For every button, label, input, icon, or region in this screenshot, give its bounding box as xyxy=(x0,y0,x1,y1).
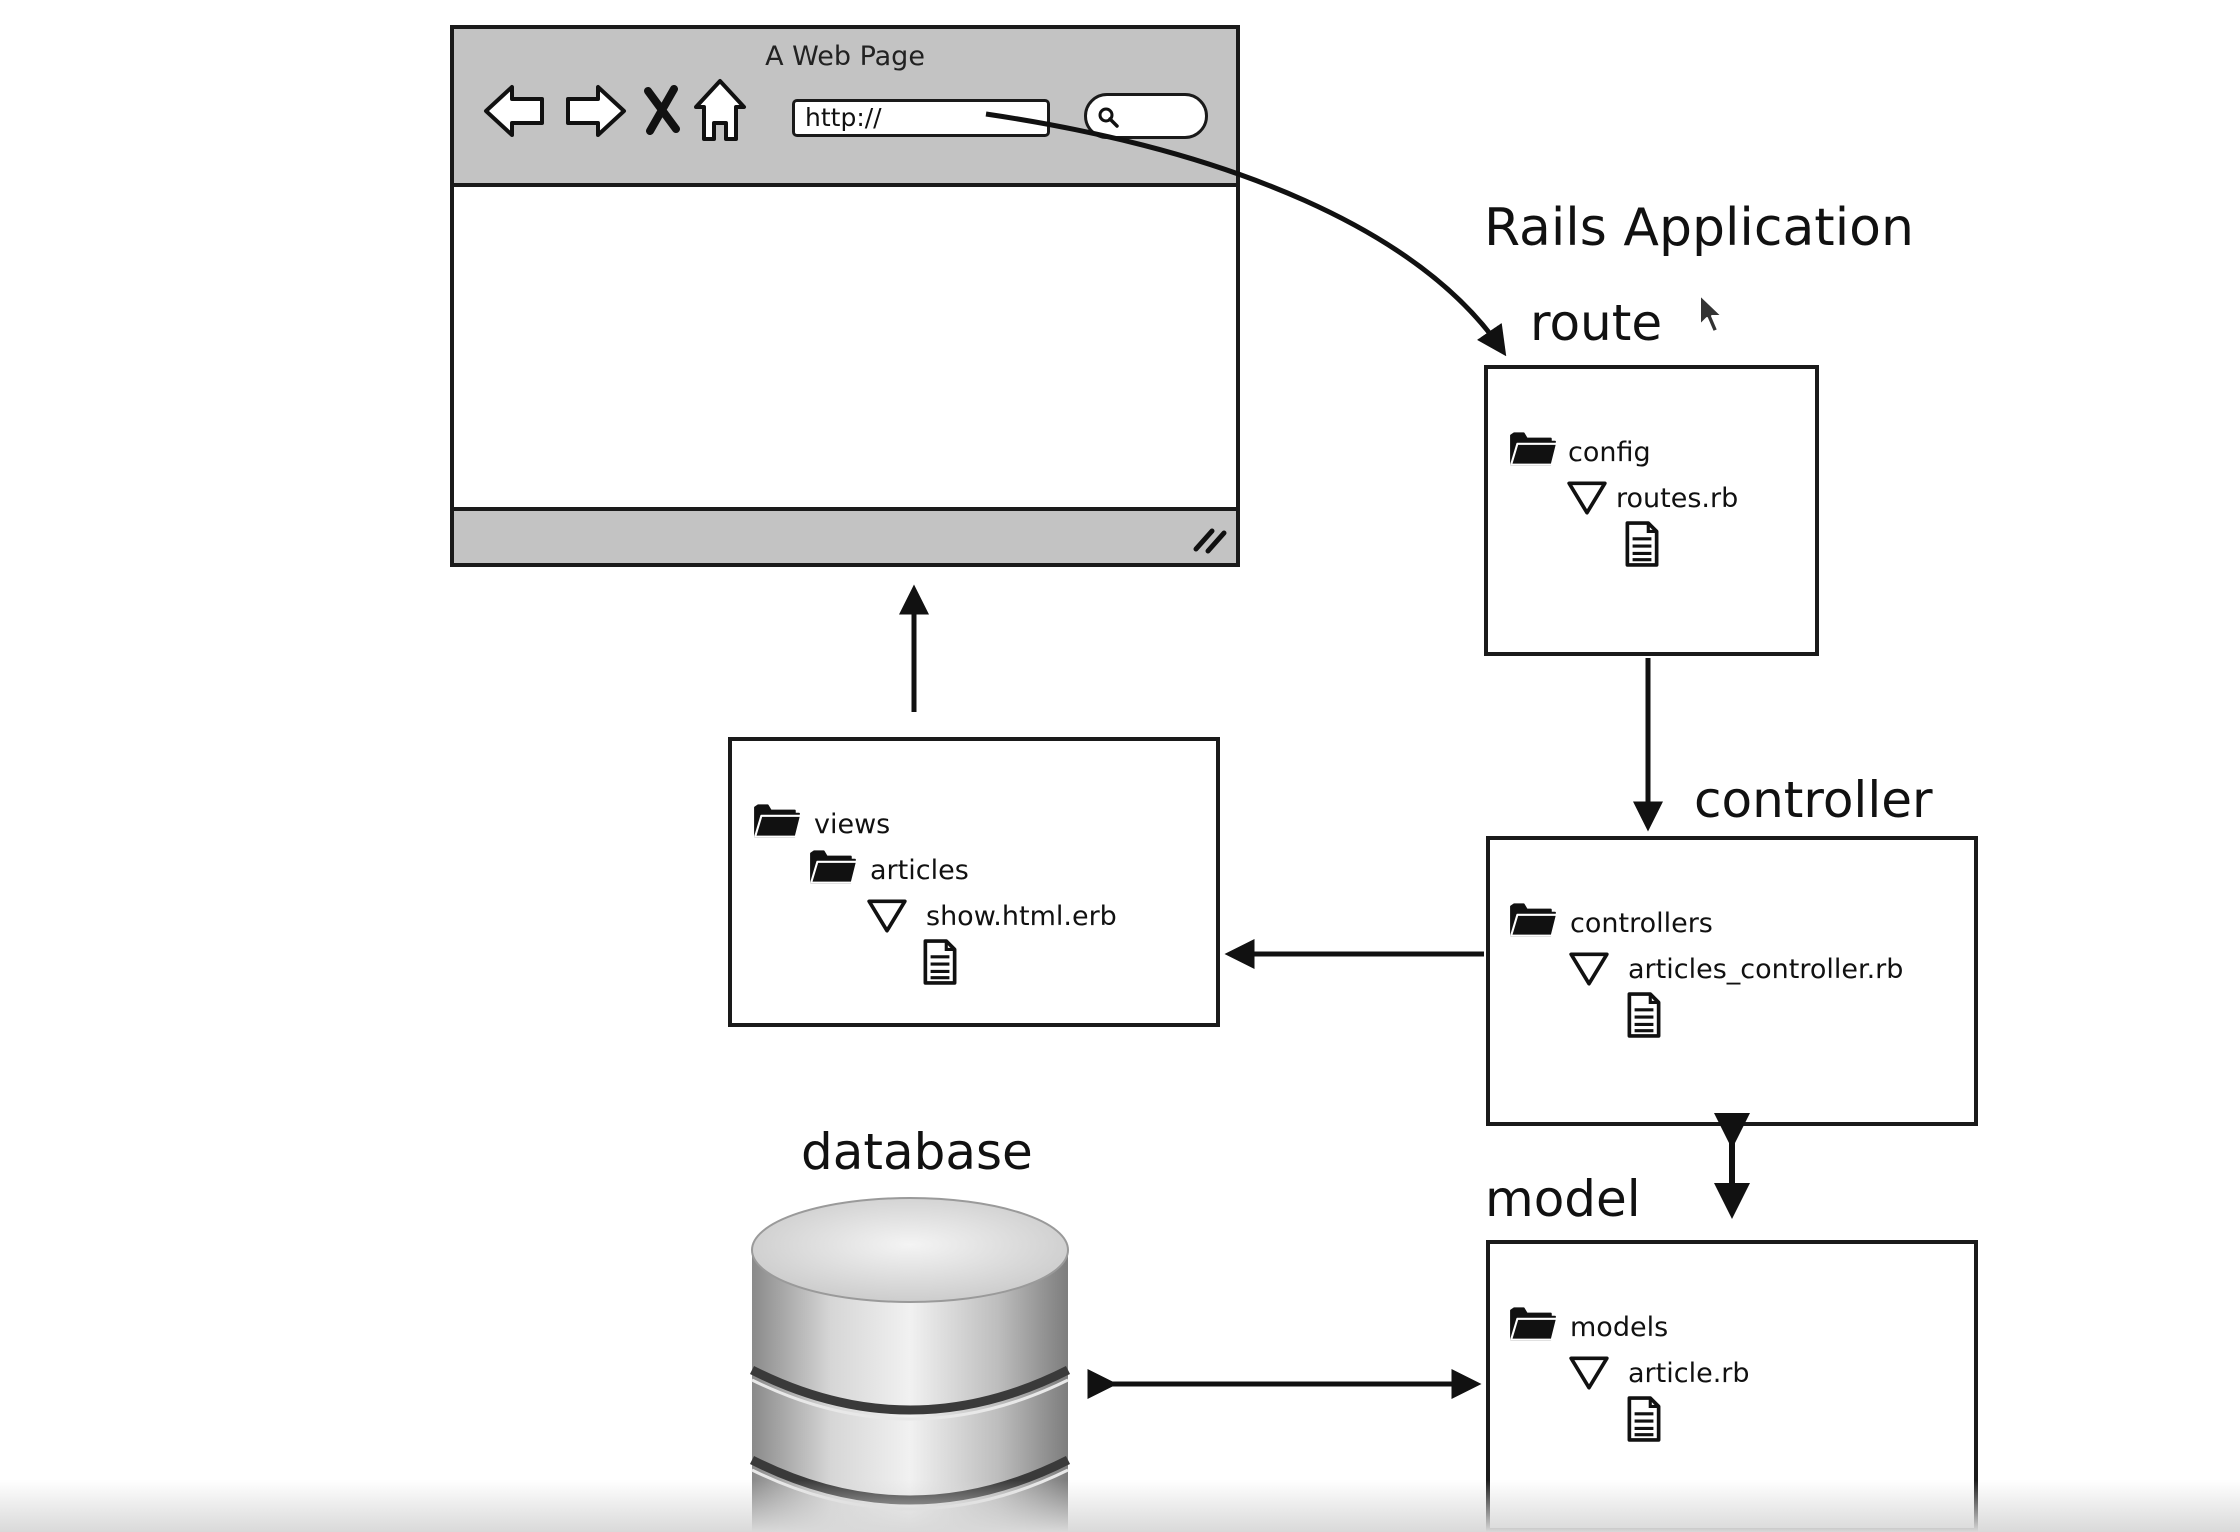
views-folder-label: views xyxy=(814,809,891,840)
config-folder-label: config xyxy=(1568,437,1651,468)
models-folder-label: models xyxy=(1570,1312,1669,1343)
back-arrow-icon xyxy=(484,85,544,137)
forward-arrow-icon xyxy=(566,85,626,137)
browser-statusbar xyxy=(454,507,1236,563)
arrow-browser-to-route xyxy=(985,111,1507,357)
browser-toolbar: A Web Page http:// xyxy=(454,29,1236,187)
model-heading: model xyxy=(1485,1170,1641,1228)
articles-controller-file-label: articles_controller.rb xyxy=(1628,954,1904,985)
stop-icon xyxy=(644,85,680,135)
mouse-cursor-icon xyxy=(1699,294,1723,333)
articles-folder-label: articles xyxy=(870,855,969,886)
browser-title: A Web Page xyxy=(765,41,925,72)
bottom-fade-overlay xyxy=(0,1480,2240,1532)
controllers-folder-label: controllers xyxy=(1570,908,1713,939)
database-heading: database xyxy=(801,1123,1033,1181)
resize-grip-icon xyxy=(1193,528,1227,554)
controller-heading: controller xyxy=(1694,771,1933,829)
views-box: views articles show.html.erb xyxy=(728,737,1220,1027)
show-template-file-label: show.html.erb xyxy=(926,901,1117,932)
controller-box: controllers articles_controller.rb xyxy=(1486,836,1978,1126)
route-box: config routes.rb xyxy=(1484,365,1819,656)
rails-application-title: Rails Application xyxy=(1484,198,1914,258)
route-heading: route xyxy=(1530,294,1663,352)
article-model-file-label: article.rb xyxy=(1628,1358,1750,1389)
search-icon xyxy=(1098,107,1119,128)
browser-window: A Web Page http:// xyxy=(450,25,1240,567)
routes-file-label: routes.rb xyxy=(1616,483,1739,514)
home-icon xyxy=(694,79,746,141)
search-field xyxy=(1084,93,1208,139)
